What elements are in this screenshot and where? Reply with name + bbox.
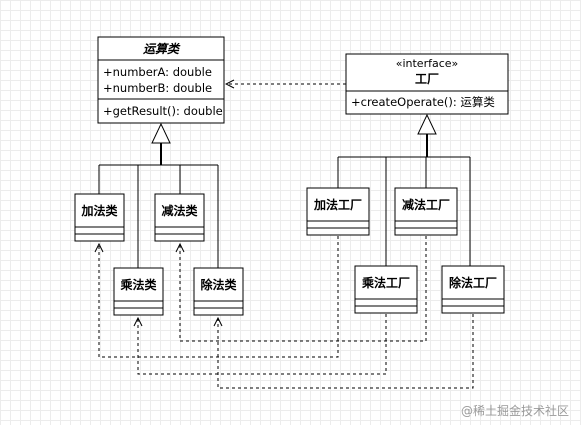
class-mul[interactable]: 乘法类	[113, 267, 164, 316]
class-operation-title: 运算类	[143, 42, 181, 56]
class-add[interactable]: 加法类	[74, 193, 125, 242]
method-getResult: +getResult(): double	[103, 104, 223, 118]
class-sub[interactable]: 减法类	[154, 193, 205, 242]
class-div-title: 除法类	[200, 277, 237, 292]
dependency-sub-factory-to-sub	[180, 236, 427, 342]
class-div-factory[interactable]: 除法工厂	[441, 265, 505, 314]
class-add-factory[interactable]: 加法工厂	[306, 187, 370, 236]
method-createOperate: +createOperate(): 运算类	[351, 95, 495, 109]
dependency-div-factory-to-div	[218, 314, 474, 389]
class-operation[interactable]: 运算类 +numberA: double +numberB: double +g…	[97, 36, 225, 124]
interface-stereotype: «interface»	[396, 57, 459, 70]
class-mul-title: 乘法类	[119, 277, 157, 292]
interface-factory[interactable]: «interface» 工厂 +createOperate(): 运算类	[345, 53, 509, 115]
class-div[interactable]: 除法类	[193, 267, 244, 316]
dependency-mul-factory-to-mul	[138, 314, 387, 375]
attribute-numberA: +numberA: double	[103, 65, 212, 79]
class-sub-title: 减法类	[161, 203, 198, 218]
interface-factory-title: 工厂	[415, 72, 439, 86]
class-sub-factory-title: 减法工厂	[402, 197, 450, 212]
dependency-lines	[99, 236, 474, 389]
realization-factory-tree	[337, 113, 471, 266]
attribute-numberB: +numberB: double	[103, 81, 212, 95]
class-sub-factory[interactable]: 减法工厂	[394, 187, 458, 236]
class-mul-factory[interactable]: 乘法工厂	[354, 265, 418, 314]
watermark: @稀土掘金技术社区	[460, 404, 569, 418]
class-mul-factory-title: 乘法工厂	[361, 275, 410, 290]
class-div-factory-title: 除法工厂	[449, 275, 497, 290]
class-add-title: 加法类	[80, 203, 118, 218]
class-add-factory-title: 加法工厂	[313, 197, 362, 212]
generalization-operation-tree	[98, 122, 219, 268]
